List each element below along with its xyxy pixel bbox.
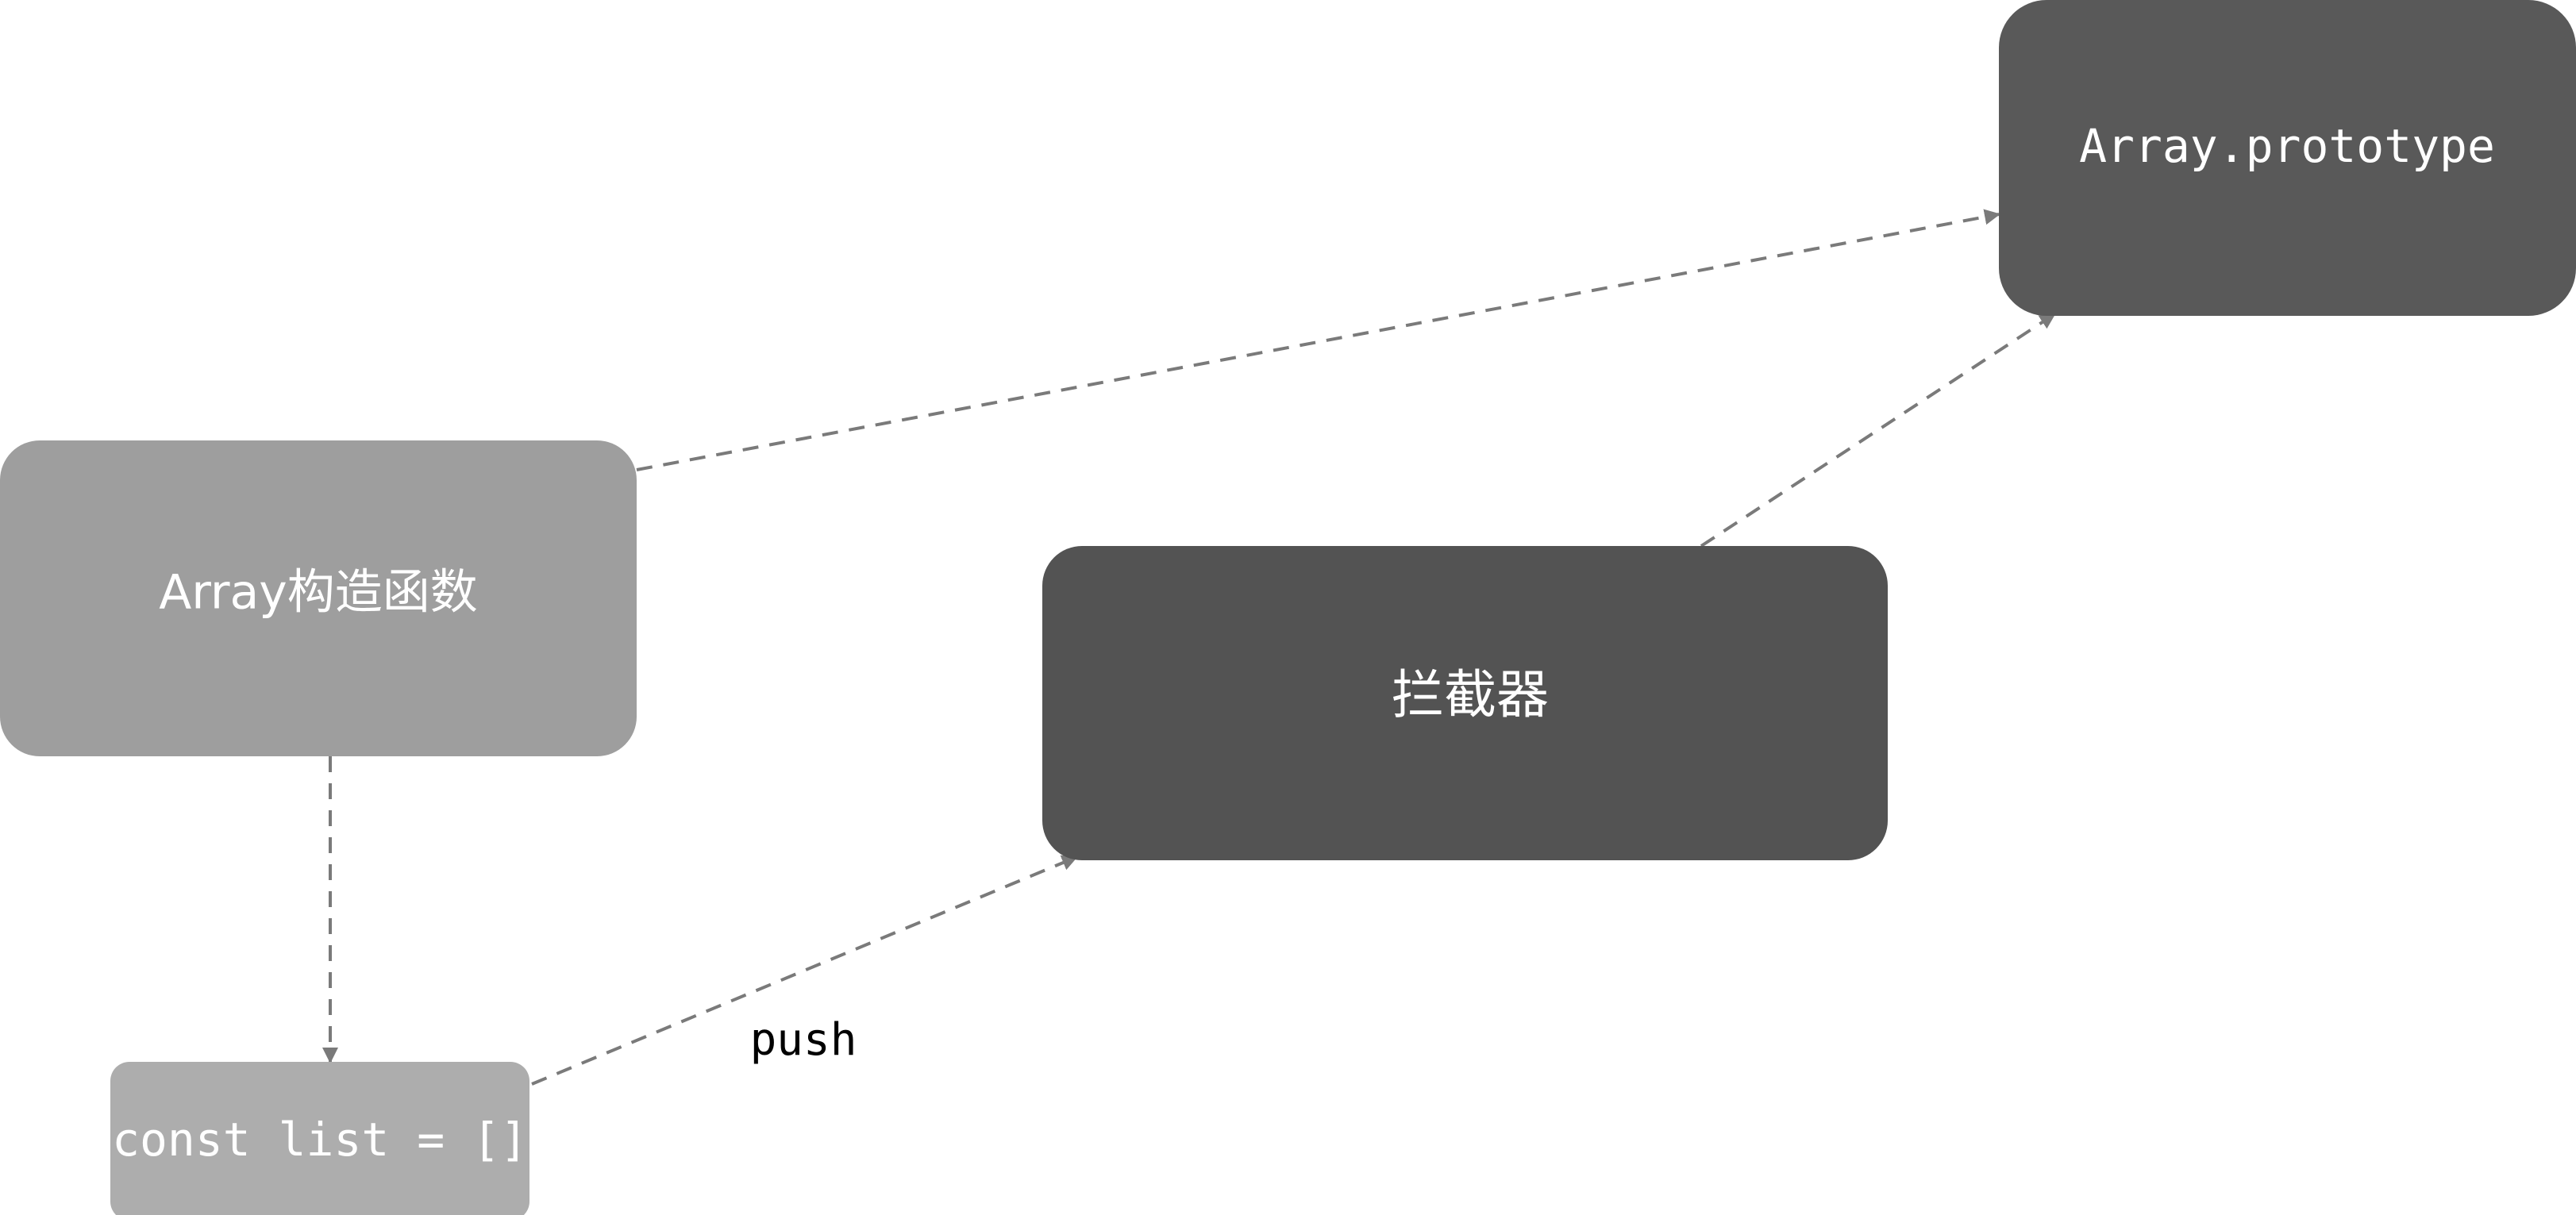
node-list-declaration[interactable]: const list = []: [110, 1062, 529, 1215]
edge-constructor-to-prototype: [636, 209, 2000, 471]
edge-list-to-interceptor: [531, 855, 1078, 1086]
node-interceptor-label: 拦截器: [1392, 664, 1549, 725]
node-interceptor[interactable]: 拦截器: [1042, 546, 1888, 860]
node-array-constructor[interactable]: Array构造函数: [0, 440, 637, 756]
node-array-prototype[interactable]: Array.prototype: [1999, 0, 2576, 316]
node-array-prototype-label: Array.prototype: [2079, 119, 2495, 173]
node-list-declaration-label: const list = []: [112, 1113, 528, 1167]
edge-interceptor-to-prototype: [1700, 313, 2056, 548]
node-array-constructor-label: Array构造函数: [159, 565, 478, 621]
edge-label-push: push: [750, 1014, 857, 1066]
